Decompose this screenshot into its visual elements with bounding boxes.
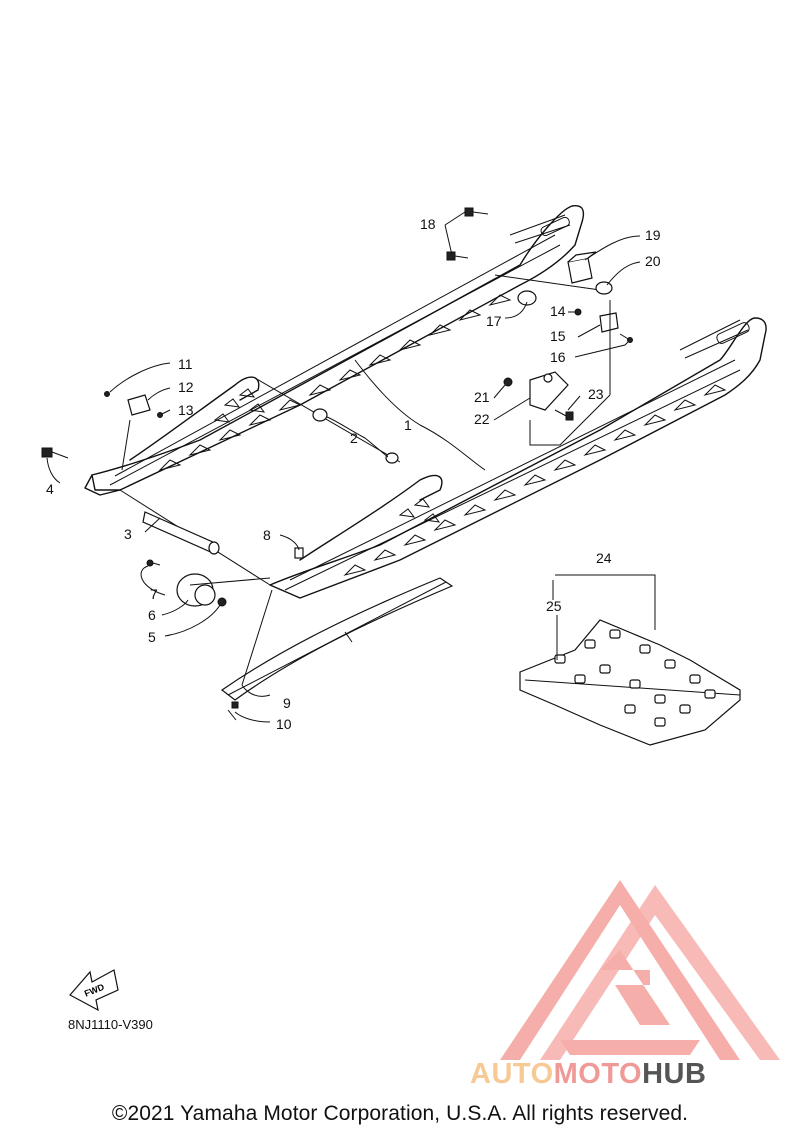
callout-17: 17 bbox=[486, 313, 502, 329]
callout-18: 18 bbox=[420, 216, 436, 232]
bolt-4 bbox=[41, 447, 69, 459]
callout-9: 9 bbox=[283, 695, 291, 711]
callout-10: 10 bbox=[276, 716, 292, 732]
callout-7: 7 bbox=[150, 586, 158, 602]
callout-6: 6 bbox=[148, 607, 156, 623]
callout-15: 15 bbox=[550, 328, 566, 344]
slide-rail-left bbox=[84, 205, 585, 496]
callout-12: 12 bbox=[178, 379, 194, 395]
washer-2b bbox=[385, 452, 399, 464]
callout-2: 2 bbox=[350, 430, 358, 446]
diagram-code: 8NJ1110-V390 bbox=[68, 1017, 153, 1032]
copyright-notice: ©2021 Yamaha Motor Corporation, U.S.A. A… bbox=[111, 1102, 689, 1125]
wheel-assembly-5-6-7 bbox=[146, 559, 227, 607]
callout-8: 8 bbox=[263, 527, 271, 543]
slider-9 bbox=[220, 577, 454, 701]
collar-20 bbox=[595, 281, 613, 295]
callout-24: 24 bbox=[596, 550, 612, 566]
track-24 bbox=[519, 619, 741, 746]
callout-14: 14 bbox=[550, 303, 566, 319]
bolt-18-upper bbox=[464, 207, 489, 217]
leader-lines bbox=[46, 211, 656, 723]
callout-13: 13 bbox=[178, 402, 194, 418]
callout-19: 19 bbox=[645, 227, 661, 243]
screw-10 bbox=[227, 701, 239, 721]
cross-shaft-line-2 bbox=[494, 274, 601, 291]
slide-rail-right bbox=[269, 317, 767, 599]
brand-hub: HUB bbox=[642, 1058, 707, 1090]
callout-11: 11 bbox=[178, 356, 193, 372]
washer-2a bbox=[312, 408, 328, 422]
collar-17 bbox=[517, 290, 537, 306]
rail-cutouts bbox=[343, 384, 727, 576]
bolt-18-lower bbox=[446, 251, 469, 261]
callout-22: 22 bbox=[474, 411, 490, 427]
callout-labels: 18 19 20 17 14 15 16 21 22 23 1 2 11 12 … bbox=[46, 216, 661, 732]
callout-5: 5 bbox=[148, 629, 156, 645]
track-lugs bbox=[554, 629, 716, 727]
callout-21: 21 bbox=[474, 389, 490, 405]
brand-moto: MOTO bbox=[553, 1058, 643, 1090]
callout-4: 4 bbox=[46, 481, 54, 497]
automotohub-logo-icon bbox=[500, 880, 780, 1060]
callout-25: 25 bbox=[546, 598, 562, 614]
part-8 bbox=[294, 547, 304, 559]
callout-20: 20 bbox=[645, 253, 661, 269]
brand-auto: AUTO bbox=[470, 1058, 554, 1090]
callout-16: 16 bbox=[550, 349, 566, 365]
callout-1: 1 bbox=[404, 417, 412, 433]
watermark-brand: AUTOMOTOHUB bbox=[470, 1058, 706, 1091]
fwd-arrow-icon: FWD bbox=[69, 969, 119, 1012]
slider-block-19 bbox=[567, 251, 597, 284]
bracket-21-22-23 bbox=[503, 371, 574, 421]
axle-shaft-3 bbox=[142, 511, 220, 555]
callout-23: 23 bbox=[588, 386, 604, 402]
callout-3: 3 bbox=[124, 526, 132, 542]
cross-shaft-line-1 bbox=[254, 377, 401, 463]
parts-11-12-13 bbox=[104, 391, 163, 418]
parts-14-15-16 bbox=[574, 308, 633, 343]
